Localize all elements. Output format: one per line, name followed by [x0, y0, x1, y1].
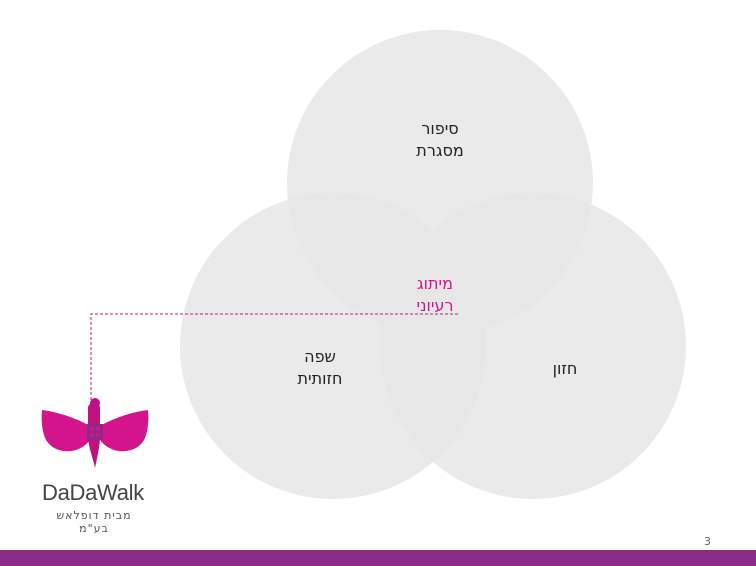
circle-label-line: סיפור	[421, 119, 459, 138]
circle-label-line: שפה	[304, 347, 336, 366]
bird-logo-icon	[41, 398, 149, 468]
venn-circle-right	[380, 193, 686, 499]
connector-line	[90, 313, 458, 400]
center-label: מיתוג רעיוני	[380, 273, 490, 317]
center-label-line: רעיוני	[416, 296, 454, 315]
brand-tagline: מבית דופלאש בע"מ	[56, 509, 132, 535]
page-number: 3	[704, 535, 711, 548]
center-label-line: מיתוג	[417, 274, 453, 293]
circle-label-left: שפה חזותית	[260, 346, 380, 390]
circle-label-top: סיפור מסגרת	[380, 118, 500, 162]
footer-bar	[0, 550, 756, 566]
circle-label-line: חזותית	[297, 369, 343, 388]
circle-label-right: חזון	[520, 358, 610, 380]
circle-label-line: מסגרת	[416, 141, 464, 160]
circle-label-line: חזון	[552, 359, 578, 378]
brand-name: DaDaWalk	[42, 480, 144, 505]
